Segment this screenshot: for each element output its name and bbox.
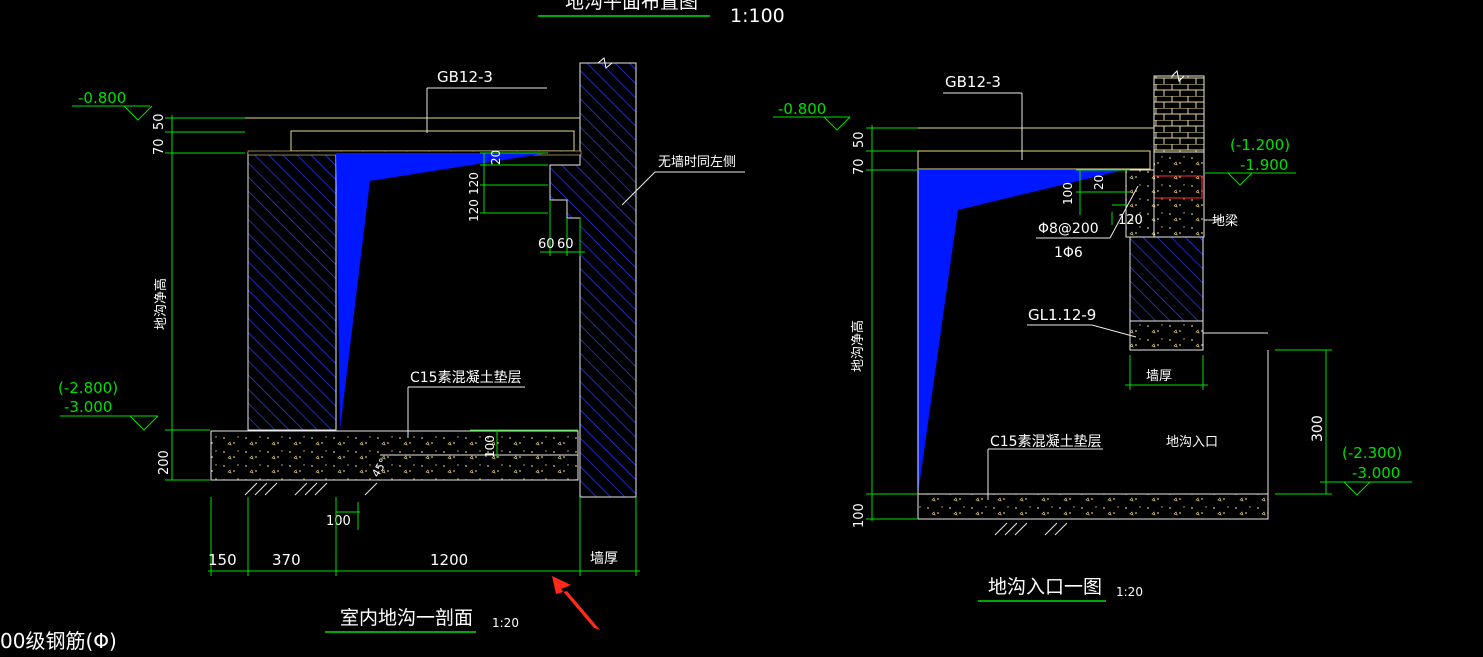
- right-dim-300: 300: [1310, 415, 1326, 442]
- left-cover-label: GB12-3: [437, 68, 493, 86]
- small-dim-60-a: 60: [538, 237, 555, 252]
- pad-dim-100-b: 100: [326, 514, 351, 529]
- right-soil-marks: [994, 522, 1068, 536]
- wall-thickness-dim: [1125, 355, 1208, 390]
- bottom-dim-370: 370: [272, 551, 301, 569]
- right-blue-fill: [918, 170, 1124, 494]
- right-elev-low-b: -3.000: [1352, 464, 1400, 482]
- lintel-leader: [1091, 324, 1137, 338]
- right-wall-label: 墙厚: [1146, 369, 1172, 384]
- brick-break-mark: [1171, 69, 1185, 83]
- top-title-text: 地沟平面布置图: [565, 0, 698, 13]
- red-arrow-icon: [552, 576, 600, 630]
- notch-dim-120-a: 120: [467, 172, 481, 195]
- cover-slab: [290, 130, 575, 152]
- left-dim-200: 200: [157, 450, 172, 475]
- left-pad-label: C15素混凝土垫层: [410, 370, 522, 386]
- small-dim-60-b: 60: [557, 237, 574, 252]
- note-leader: [621, 171, 656, 206]
- brick-wall: [1153, 75, 1205, 153]
- right-dim-50: 50: [852, 131, 867, 148]
- left-section-scale: 1:20: [492, 616, 519, 630]
- entrance-label: 地沟入口: [1166, 435, 1218, 450]
- right-vertical-label: 地沟净高: [850, 320, 866, 372]
- lintel-block: [1129, 320, 1204, 351]
- right-elev-b: -1.900: [1240, 156, 1288, 174]
- left-elev-bottom-b: -3.000: [64, 398, 112, 416]
- right-dim-100: 100: [852, 503, 867, 528]
- right-dim-70: 70: [852, 158, 867, 175]
- dim-300-line: [1275, 349, 1332, 495]
- right-dim-20: 20: [1092, 175, 1106, 190]
- left-wall-hatch: [247, 152, 337, 431]
- footer-note: 00级钢筋(Φ): [0, 629, 117, 653]
- right-vertical-dim: [866, 125, 918, 521]
- elev-symbol-top: [72, 105, 153, 121]
- right-elev-top: -0.800: [778, 100, 826, 118]
- right-elev-symbol-2: [1205, 172, 1296, 186]
- left-elev-bottom-a: (-2.800): [58, 379, 118, 397]
- pad-100-dims: [470, 429, 578, 458]
- beam-step: [1125, 169, 1155, 238]
- right-section: GB12-3 -0.800 (-1.200) -1.900 (-2.300) -…: [773, 69, 1412, 602]
- left-vertical-dim: [165, 115, 245, 481]
- notch-dims: [480, 152, 548, 214]
- notch-dim-20: 20: [489, 150, 503, 165]
- left-vertical-label: 地沟净高: [153, 278, 169, 330]
- wall-break-mark: [597, 57, 613, 69]
- notch-dim-120-b: 120: [467, 199, 481, 222]
- right-concrete-pad: [917, 493, 1269, 520]
- right-elev-a: (-1.200): [1230, 136, 1290, 154]
- right-section-scale: 1:20: [1116, 585, 1143, 599]
- right-elev-symbol: [773, 116, 851, 131]
- left-dim-50: 50: [152, 113, 167, 130]
- soil-marks: [244, 482, 378, 496]
- rebar-b: 1Φ6: [1054, 245, 1083, 261]
- right-wall-hatch: [1129, 236, 1204, 322]
- left-elev-top: -0.800: [78, 89, 126, 107]
- left-dim-70: 70: [152, 138, 167, 155]
- ground-beam: [1153, 151, 1205, 238]
- top-title-group: 地沟平面布置图 1:100: [538, 0, 785, 27]
- left-wall-note: 无墙时同左侧: [658, 155, 736, 170]
- rebar-leader: [1109, 185, 1139, 239]
- left-section-title: 室内地沟一剖面: [340, 607, 473, 629]
- blue-fill-section: [336, 153, 548, 430]
- bottom-dim-line: [208, 497, 640, 576]
- right-pad-label: C15素混凝土垫层: [990, 434, 1102, 450]
- right-dim-120: 120: [1118, 213, 1143, 228]
- right-elev-low-a: (-2.300): [1342, 444, 1402, 462]
- right-dim-100b: 100: [1061, 182, 1075, 205]
- right-elev-symbol-3: [1320, 481, 1412, 496]
- bottom-dim-wall: 墙厚: [590, 551, 618, 567]
- bottom-dim-150: 150: [208, 551, 237, 569]
- right-notch-dims: [1076, 169, 1130, 225]
- top-title-scale: 1:100: [730, 5, 785, 27]
- right-cover-label: GB12-3: [945, 73, 1001, 91]
- pad-dim-100-a: 100: [483, 435, 497, 458]
- bottom-dim-1200: 1200: [430, 551, 468, 569]
- right-cover-slab: [917, 150, 1151, 170]
- left-section: GB12-3 -0.800 (-2.800) -3.000 50 70 200 …: [58, 57, 745, 633]
- rebar-a: Φ8@200: [1038, 221, 1099, 237]
- elev-symbol-bottom: [60, 415, 159, 431]
- beam-label: 地梁: [1212, 214, 1238, 229]
- right-section-title: 地沟入口一图: [988, 576, 1102, 598]
- small-dims: [540, 200, 585, 256]
- lintel-label: GL1.12-9: [1028, 306, 1096, 324]
